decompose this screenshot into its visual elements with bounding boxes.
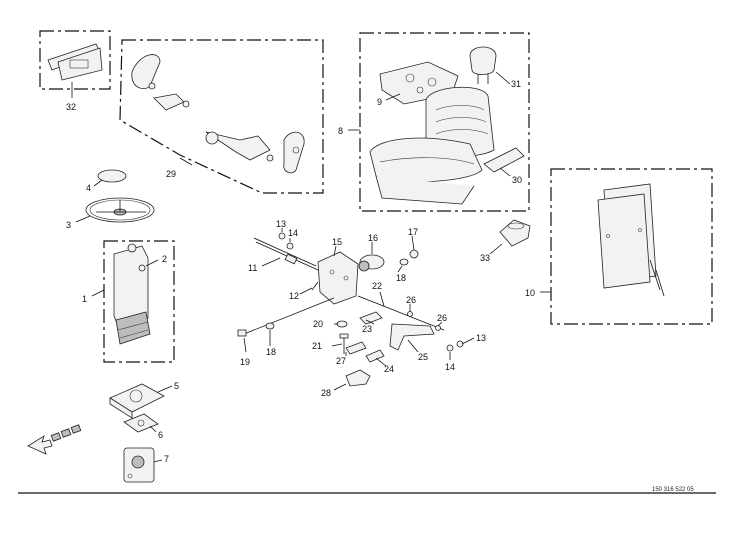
group-frame-29 (119, 39, 324, 194)
part-29-bracket-set (131, 54, 305, 174)
part-16-cylinder (358, 254, 385, 272)
label-18b: 18 (266, 347, 276, 357)
label-12: 12 (289, 291, 299, 301)
label-4: 4 (86, 183, 91, 193)
label-5: 5 (174, 381, 179, 391)
label-27: 27 (336, 356, 346, 366)
part-5-adapter-plate (109, 383, 165, 419)
part-13-nut-a (278, 232, 286, 240)
part-6-bolt-flange (123, 413, 159, 433)
part-14-washer-b (446, 344, 454, 352)
label-10: 10 (525, 288, 535, 298)
part-15-bracket (317, 251, 359, 305)
part-32-cover (47, 43, 103, 98)
label-26a: 26 (406, 295, 416, 305)
group-frame-10 (550, 168, 713, 325)
part-17-nut (409, 249, 419, 259)
label-28: 28 (321, 388, 331, 398)
part-19-bolt (237, 297, 335, 337)
group-frame-8 (359, 32, 530, 212)
part-28-pedal-pad (345, 369, 371, 387)
part-14-washer-a (286, 242, 294, 250)
part-23-plate (359, 311, 383, 325)
part-21-screw (339, 333, 349, 354)
label-6: 6 (158, 430, 163, 440)
label-29: 29 (166, 169, 176, 179)
drawing-code: 150 316 522 05 (652, 487, 694, 493)
label-7: 7 (164, 454, 169, 464)
label-14a: 14 (288, 228, 298, 238)
label-2: 2 (162, 254, 167, 264)
group-frame-1 (103, 240, 175, 363)
part-30-armrest (483, 147, 525, 173)
label-21: 21 (312, 341, 322, 351)
part-3-steering-wheel (85, 197, 155, 223)
leader-lines (75, 71, 551, 463)
label-18a: 18 (396, 273, 406, 283)
label-3: 3 (66, 220, 71, 230)
part-8-seat (369, 86, 495, 205)
part-25-pedal-lever (389, 323, 435, 351)
label-13b: 13 (476, 333, 486, 343)
label-25: 25 (418, 352, 428, 362)
part-22-link (357, 295, 445, 331)
label-32: 32 (66, 102, 76, 112)
label-1: 1 (82, 294, 87, 304)
label-15: 15 (332, 237, 342, 247)
label-31: 31 (511, 79, 521, 89)
label-9: 9 (377, 97, 382, 107)
part-31-headrest (469, 46, 497, 84)
label-26b: 26 (437, 313, 447, 323)
label-23: 23 (362, 324, 372, 334)
part-7-steering-valve (123, 447, 155, 483)
part-labels: 1 2 3 4 5 6 7 8 9 10 11 12 13 14 15 16 1… (66, 79, 535, 464)
part-10-backrest-cushion (597, 183, 665, 297)
part-12-pin (311, 281, 319, 291)
part-26-pin-b (435, 325, 441, 331)
part-26-pin-a (407, 311, 413, 317)
part-11-rod (253, 237, 319, 271)
front-direction-arrow (27, 424, 82, 455)
part-20-bushing (336, 320, 348, 328)
label-22: 22 (372, 281, 382, 291)
label-30: 30 (512, 175, 522, 185)
label-16: 16 (368, 233, 378, 243)
part-27-pad (345, 341, 367, 355)
label-17: 17 (408, 227, 418, 237)
group-frame-32 (39, 30, 111, 90)
label-8: 8 (338, 126, 343, 136)
label-11: 11 (248, 263, 257, 273)
part-4-horn-cap (97, 169, 127, 183)
part-1-steering-column (113, 243, 151, 345)
label-19: 19 (240, 357, 250, 367)
part-24-plate (365, 349, 385, 363)
part-18-washer-a (399, 258, 409, 266)
part-2-clamp (138, 264, 146, 272)
part-18-washer-b (265, 322, 275, 330)
label-24: 24 (384, 364, 394, 374)
label-13a: 13 (276, 219, 286, 229)
label-14b: 14 (445, 362, 455, 372)
part-33-holder (499, 219, 531, 247)
label-20: 20 (313, 319, 323, 329)
part-13-nut-b (456, 340, 464, 348)
label-33: 33 (480, 253, 490, 263)
